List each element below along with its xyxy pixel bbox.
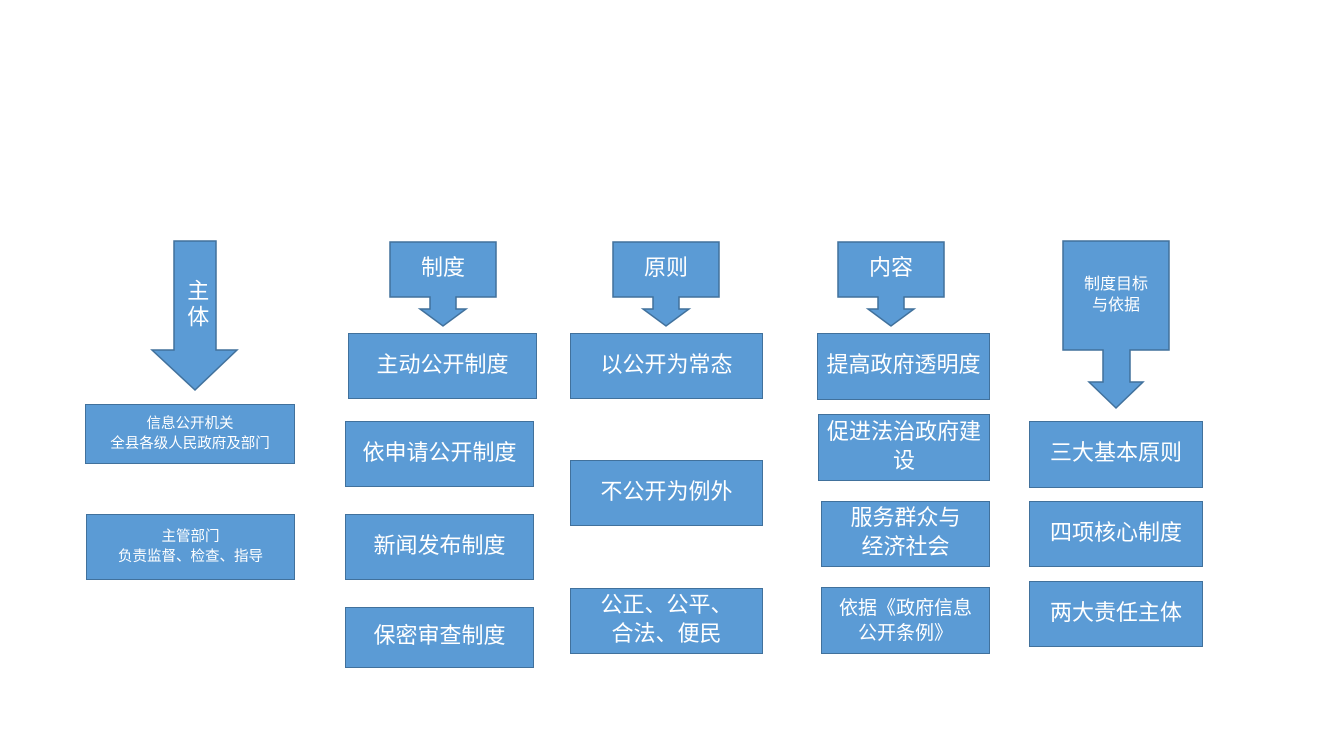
principle-item-1: 以公开为常态 — [570, 333, 763, 399]
subject-item-1-line2: 全县各级人民政府及部门 — [110, 436, 270, 452]
system-item-3: 新闻发布制度 — [345, 514, 534, 580]
content-item-4: 依据《政府信息公开条例》 — [821, 587, 990, 654]
content-item-1: 提高政府透明度 — [817, 333, 990, 400]
content-arrow — [837, 241, 945, 327]
content-item-3: 服务群众与经济社会 — [821, 501, 990, 567]
goal-arrow — [1062, 240, 1170, 410]
system-arrow — [389, 241, 497, 327]
subject-item-1-line1: 信息公开机关 — [146, 415, 234, 432]
subject-item-2-line1: 主管部门 — [161, 528, 220, 545]
system-header: 制度 — [420, 256, 465, 282]
goal-item-2: 四项核心制度 — [1029, 501, 1203, 567]
goal-item-3: 两大责任主体 — [1029, 581, 1203, 647]
subject-header-text: 主体 — [183, 279, 209, 331]
content-item-2: 促进法治政府建设 — [818, 414, 990, 481]
principle-arrow — [612, 241, 720, 327]
principle-item-2: 不公开为例外 — [570, 460, 763, 526]
system-item-4: 保密审查制度 — [345, 607, 534, 668]
subject-item-1: 信息公开机关 全县各级人民政府及部门 — [85, 404, 295, 464]
subject-item-2: 主管部门 负责监督、检查、指导 — [86, 514, 295, 580]
system-item-2: 依申请公开制度 — [345, 421, 534, 487]
principle-header: 原则 — [643, 256, 688, 282]
goal-header: 制度目标与依据 — [1083, 274, 1148, 314]
subject-header: 主体 — [174, 272, 216, 338]
subject-item-2-line2: 负责监督、检查、指导 — [118, 549, 263, 565]
system-item-1: 主动公开制度 — [348, 333, 537, 399]
goal-item-1: 三大基本原则 — [1029, 421, 1203, 488]
subject-arrow — [150, 240, 239, 392]
principle-item-3: 公正、公平、合法、便民 — [570, 588, 763, 654]
content-header: 内容 — [868, 256, 913, 282]
